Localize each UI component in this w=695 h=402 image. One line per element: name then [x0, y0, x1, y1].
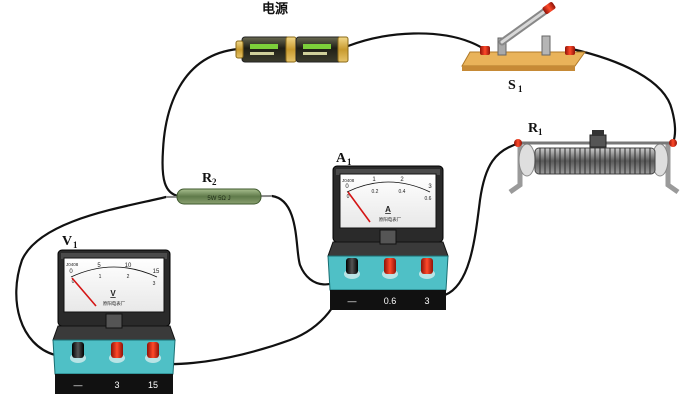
- voltmeter-maker: 原阳电表厂: [103, 300, 126, 307]
- ammeter-tick-top-3: 3: [428, 184, 432, 190]
- ammeter-needle: [347, 191, 371, 223]
- resistor-r2: R 2 5W 5Ω J: [165, 171, 273, 205]
- voltmeter-tick-bottom-0: 0: [72, 279, 75, 285]
- ammeter-tick-top-0: 0: [345, 184, 349, 190]
- voltmeter-v1: V 1 J0408 0 5 10 15 0 1 2 3 V 原阳电表厂 — 3 …: [52, 234, 176, 394]
- voltmeter-label: V: [62, 234, 72, 249]
- rheostat-r1: R 1: [508, 121, 680, 195]
- wire-battery-to-r2: [161, 47, 240, 198]
- voltmeter-tick-top-2: 10: [125, 263, 132, 269]
- power-source-label: 电源: [262, 1, 288, 16]
- voltmeter-tick-top-1: 5: [97, 263, 101, 269]
- resistor-label-sub: 2: [212, 177, 217, 187]
- wire-switch-to-rheostat: [570, 47, 677, 145]
- rheostat-coil-windings: [539, 148, 651, 174]
- ammeter-label-sub: 1: [347, 157, 352, 167]
- voltmeter-terminal-label-15: 15: [148, 380, 158, 390]
- voltmeter-tick-bottom-2: 2: [127, 274, 130, 280]
- voltmeter-tick-bottom-3: 3: [153, 281, 156, 287]
- wire-battery-to-switch: [346, 32, 488, 52]
- ammeter-terminal-0-6: [384, 258, 396, 274]
- voltmeter-needle: [71, 277, 97, 307]
- switch-label-sub: 1: [518, 84, 523, 94]
- voltmeter-terminal-15: [147, 342, 159, 358]
- ammeter-tick-top-1: 1: [372, 177, 376, 183]
- ammeter-model: J0408: [342, 178, 355, 183]
- voltmeter-tick-bottom-1: 1: [99, 274, 102, 280]
- ammeter-terminal-label-0-6: 0.6: [384, 296, 397, 306]
- ammeter-label: A: [336, 151, 347, 166]
- ammeter-tick-bottom-0: 0: [347, 194, 350, 200]
- ammeter-unit: A: [385, 205, 391, 214]
- battery-1: [235, 36, 297, 63]
- voltmeter-tick-top-3: 15: [153, 269, 160, 275]
- rheostat-label: R: [528, 121, 539, 136]
- voltmeter-terminal-label-3: 3: [114, 380, 119, 390]
- voltmeter-label-sub: 1: [73, 240, 78, 250]
- ammeter-maker: 原阳电表厂: [379, 216, 402, 223]
- power-source: 电源: [235, 1, 349, 63]
- ammeter-tick-top-2: 2: [400, 177, 404, 183]
- voltmeter-terminal-label-negative: —: [74, 380, 83, 390]
- voltmeter-model: J0408: [66, 262, 79, 267]
- ammeter-a1: A 1 J0408 0 1 2 3 0 0.2 0.4 0.6 A 原阳电表厂 …: [327, 151, 449, 310]
- rheostat-label-sub: 1: [538, 127, 543, 137]
- ammeter-tick-bottom-2: 0.4: [399, 189, 406, 195]
- voltmeter-terminal-3: [111, 342, 123, 358]
- resistor-label: R: [202, 171, 213, 186]
- voltmeter-tick-top-0: 0: [69, 269, 73, 275]
- ammeter-terminal-label-negative: —: [348, 296, 357, 306]
- switch-s1: S 1: [461, 2, 586, 94]
- battery-2: [295, 36, 349, 63]
- ammeter-terminal-3: [421, 258, 433, 274]
- ammeter-tick-bottom-3: 0.6: [425, 196, 432, 202]
- switch-label: S: [508, 78, 516, 93]
- voltmeter-terminal-negative: [72, 342, 84, 358]
- ammeter-terminal-label-3: 3: [424, 296, 429, 306]
- resistor-marking: 5W 5Ω J: [207, 196, 230, 202]
- voltmeter-unit: V: [110, 289, 116, 298]
- ammeter-tick-bottom-1: 0.2: [372, 189, 379, 195]
- ammeter-terminal-negative: [346, 258, 358, 274]
